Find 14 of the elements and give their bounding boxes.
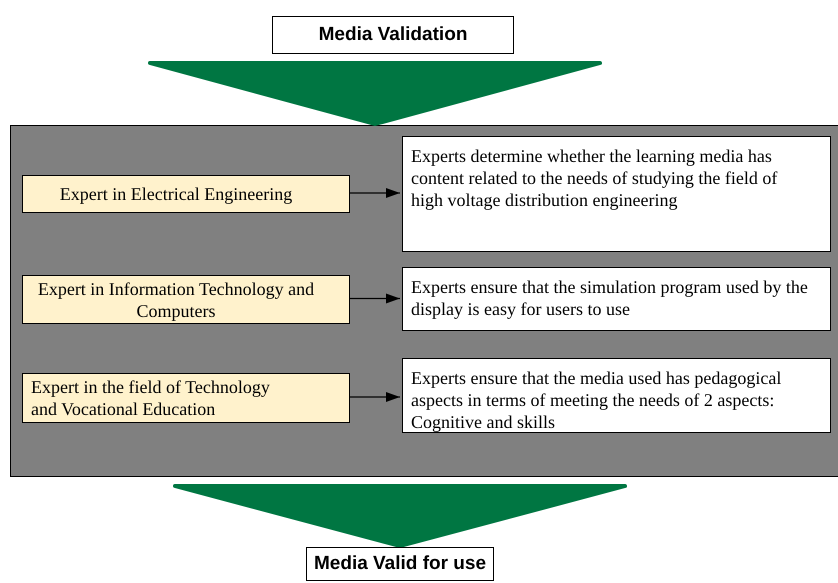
stage-box: Media Validation	[272, 16, 514, 54]
arrow	[349, 392, 400, 402]
expert-box: Expert in Electrical Engineering	[22, 175, 350, 213]
chevron-arrow	[173, 484, 627, 548]
description-box: Experts ensure that the simulation program used by the display is easy for users to use	[402, 267, 831, 331]
panel-background	[10, 125, 838, 477]
expert-box: Expert in Information Technology and Computers	[22, 275, 350, 324]
description-box: Experts ensure that the media used has pedagogical aspects in terms of meeting the needs of 2 aspects: Cognitive and skills	[402, 358, 831, 433]
arrow	[349, 188, 400, 198]
expert-box: Expert in the field of Technology and Vocational Education	[22, 373, 350, 423]
chevron-arrow	[148, 61, 602, 126]
stage-box: Media Valid for use	[306, 547, 494, 581]
description-box: Experts determine whether the learning media has content related to the needs of studying the field of high voltage distribution engineering	[402, 136, 831, 252]
arrow	[349, 294, 400, 304]
